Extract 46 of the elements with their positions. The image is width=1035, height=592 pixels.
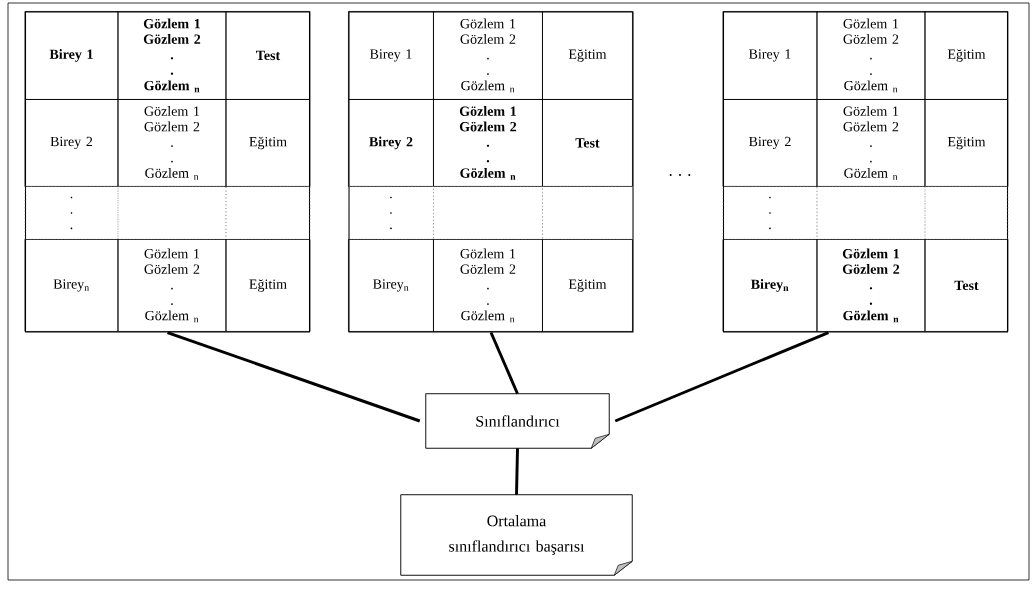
table-cell: Gözlem 1 Gözlem 2 . . Gözlem $_{n}$ [816,11,926,100]
table-cell: Gözlem 1 Gözlem 2 . . Gözlem $_{n}$ [433,11,543,100]
table-cell: Gözlem 1 Gözlem 2 . . Gözlem $_{n}$ [433,99,543,187]
table-cell: Eğitim [225,99,311,187]
table-cell: Test [924,239,1009,332]
table-cell: Gözlem 1 Gözlem 2 . . Gözlem $_{n}$ [816,99,926,187]
table-cell: Eğitim [225,239,311,332]
table-cell [117,186,227,240]
table-cell [542,186,633,240]
table-cell: Gözlem 1 Gözlem 2 . . Gözlem $_{n}$ [117,11,227,100]
table [348,11,634,333]
connector-line [167,331,421,423]
table-cell: Birey$_{n}$ [24,239,119,332]
table-cell: . . . [722,186,818,240]
table-cell: Birey 1 [722,11,818,100]
connector-line [515,448,519,495]
connector-line [614,331,829,423]
table-cell: Eğitim [924,99,1009,187]
ellipsis: . . . [669,174,691,176]
table-cell [816,186,926,240]
table-cell: Eğitim [542,11,633,100]
table-cell: Birey$_{n}$ [348,239,434,332]
table-cell: Gözlem 1 Gözlem 2 . . Gözlem $_{n}$ [117,239,227,332]
table-cell [225,186,311,240]
table-cell: Test [542,99,633,187]
table-cell: . . . [348,186,434,240]
table-cell: Birey$_{n}$ [722,239,818,332]
table-cell: Birey 1 [348,11,434,100]
table-cell: Gözlem 1 Gözlem 2 . . Gözlem $_{n}$ [816,239,926,332]
table-cell: Eğitim [542,239,633,332]
table [24,11,311,333]
table-cell: Eğitim [924,11,1009,100]
table-cell [924,186,1009,240]
table-cell: Gözlem 1 Gözlem 2 . . Gözlem $_{n}$ [117,99,227,187]
connector-line [489,331,519,395]
table-cell: Birey 2 [348,99,434,187]
table-cell: Birey 2 [24,99,119,187]
table-cell: Birey 2 [722,99,818,187]
table-cell [433,186,543,240]
table-cell: . . . [24,186,119,240]
table-cell: Birey 1 [24,11,119,100]
document-box: Ortalama sınıflandırıcı başarısı [400,494,633,576]
document-box: Sınıflandırıcı [425,393,610,449]
table-cell: Gözlem 1 Gözlem 2 . . Gözlem $_{n}$ [433,239,543,332]
table-cell: Test [225,11,311,100]
table [722,11,1009,333]
